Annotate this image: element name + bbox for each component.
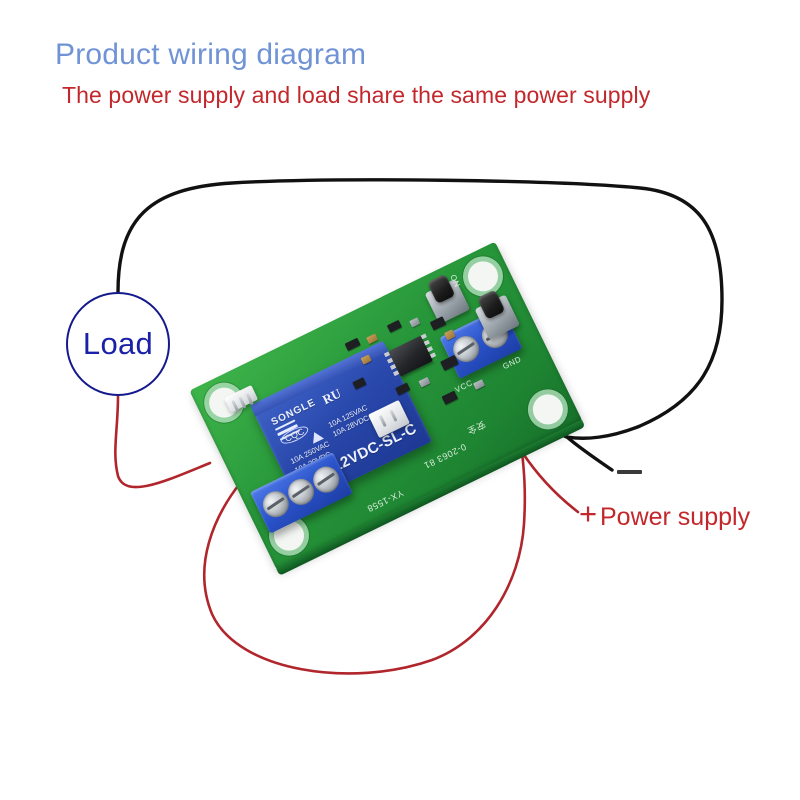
relay-module-photo: SONGLE RU CQC 10A 125VAC 10A 28VDC 10A 2…: [189, 232, 586, 592]
page-subtitle: The power supply and load share the same…: [62, 82, 651, 108]
load-node: [66, 292, 170, 396]
power-supply-label: Power supply: [600, 503, 751, 531]
load-node-label: Load: [82, 326, 154, 361]
com-to-vcc-red-wire: [203, 450, 527, 675]
gnd-to-negative-black-wire: [565, 435, 614, 472]
vcc-to-positive-red-wire: [520, 450, 580, 514]
load-to-gnd-black-wire: [116, 178, 724, 440]
positive-terminal-marker: +: [579, 496, 598, 531]
negative-terminal-marker: [617, 470, 642, 474]
pcb-board: SONGLE RU CQC 10A 125VAC 10A 28VDC 10A 2…: [189, 241, 586, 576]
load-to-no-red-wire: [114, 394, 212, 489]
page-title: Product wiring diagram: [55, 38, 367, 71]
ul-mark-icon: RU: [319, 385, 344, 408]
